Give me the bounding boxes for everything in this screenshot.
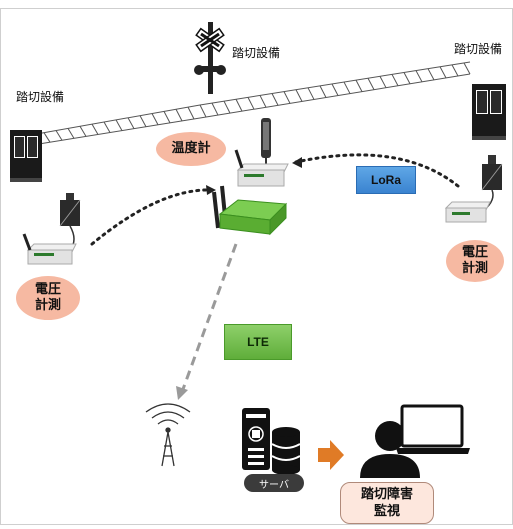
truss-bar (151, 113, 159, 126)
monitoring-line1: 踏切障害 (360, 487, 413, 502)
truss-bar (391, 74, 399, 86)
truss-bar (55, 130, 63, 141)
monitoring-label: 踏切障害 監視 (340, 482, 434, 524)
thermometer-text: 温度計 (171, 141, 211, 156)
thermometer-probe-icon (261, 118, 271, 168)
lte-badge: LTE (224, 324, 292, 360)
truss-bar (319, 85, 327, 98)
truss-bar (355, 79, 363, 92)
server-label: サーバ (244, 474, 304, 492)
crossing-label-center: 踏切設備 (232, 46, 281, 60)
lora-link-right-arrow (292, 157, 302, 168)
voltage-probe-icon (59, 193, 81, 251)
truss-bar (271, 93, 279, 106)
sensor-node-icon (444, 201, 491, 223)
truss-bar (427, 68, 435, 81)
truss-bar (451, 64, 459, 77)
voltage-label-left: 電圧 計測 (16, 276, 80, 320)
sensor-node-icon (234, 149, 289, 187)
lora-link-left (90, 188, 214, 246)
truss-bar (235, 99, 243, 112)
gateway-device-icon (212, 185, 288, 236)
voltage-label-right: 電圧 計測 (446, 240, 504, 282)
truss-bar (283, 91, 291, 104)
truss-bar (223, 100, 231, 114)
flow-arrow-icon (318, 440, 344, 470)
truss-bar (367, 78, 375, 90)
equipment-cabinet-icon (10, 130, 42, 182)
rail-truss (13, 61, 471, 149)
truss-bar (91, 123, 99, 135)
truss-bar (331, 83, 339, 96)
database-icon (271, 427, 301, 475)
truss-bar (247, 97, 255, 110)
truss-bar (187, 106, 195, 120)
truss-bar (199, 104, 207, 118)
truss-bar (79, 126, 87, 137)
truss-bar (175, 109, 183, 122)
equipment-cabinet-icon (472, 84, 506, 140)
railway-crossing-signal-icon (194, 22, 226, 94)
voltage-right-line2: 計測 (461, 261, 488, 276)
truss-bar (115, 119, 123, 131)
server-icon (242, 408, 270, 470)
truss-bar (67, 128, 75, 139)
voltage-left-line1: 電圧 (34, 282, 61, 297)
truss-bar (415, 70, 423, 83)
truss-bar (259, 95, 267, 108)
truss-bar (127, 117, 135, 129)
truss-bar (103, 121, 111, 133)
voltage-right-line1: 電圧 (461, 245, 488, 260)
truss-bar (211, 102, 219, 116)
lora-link-left-arrow (206, 185, 216, 195)
lora-link-right (294, 153, 460, 188)
antenna-tower-icon (145, 403, 191, 467)
operator-icon (360, 421, 420, 478)
truss-bar (463, 62, 471, 75)
lte-link-arrow (176, 386, 188, 400)
truss-bar (139, 115, 147, 127)
laptop-icon (396, 404, 470, 454)
truss-bar (403, 72, 411, 85)
truss-bar (379, 76, 387, 88)
lte-link (180, 243, 238, 393)
truss-bar (343, 81, 351, 94)
crossing-label-left: 踏切設備 (16, 90, 65, 104)
voltage-left-line2: 計測 (34, 298, 61, 313)
thermometer-label: 温度計 (156, 132, 226, 166)
sensor-node-icon (22, 233, 77, 265)
lora-badge: LoRa (356, 166, 416, 194)
monitoring-line2: 監視 (373, 504, 400, 519)
truss-bar (439, 66, 447, 79)
truss-bar (307, 87, 315, 100)
truss-bar (295, 89, 303, 102)
truss-bar (43, 132, 51, 143)
crossing-label-right: 踏切設備 (454, 42, 503, 56)
truss-bar (163, 111, 171, 124)
voltage-probe-icon (481, 155, 503, 211)
